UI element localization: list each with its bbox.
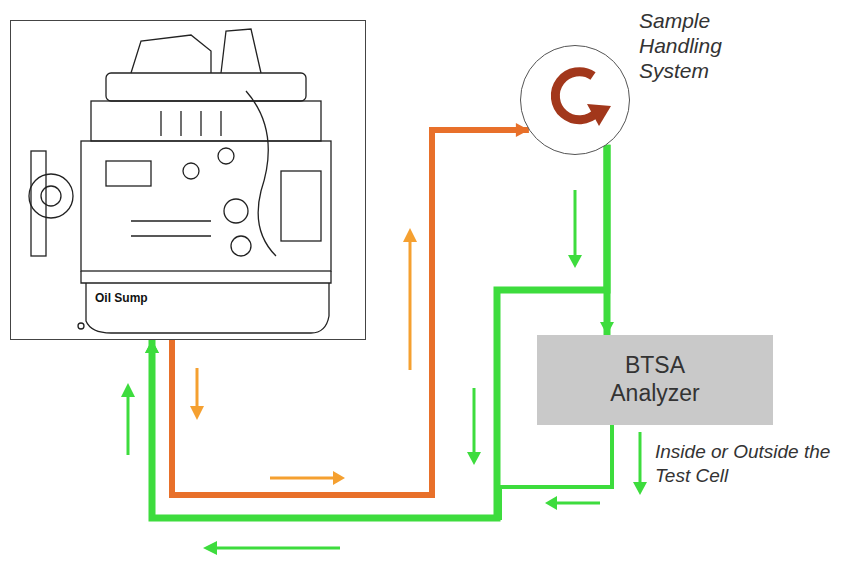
location-note: Inside or Outside the Test Cell (655, 440, 840, 488)
analyzer-name: BTSA Analyzer (590, 352, 720, 407)
node-heading: Sample Handling System (639, 8, 774, 84)
engine-illustration (11, 21, 367, 341)
engine-box: Oil Sump (10, 20, 366, 340)
part-label: Oil Sump (93, 291, 150, 305)
rotation-symbol (521, 46, 629, 154)
sample-handling-circle: Sample Handling System (520, 45, 630, 155)
analyzer-box: BTSA Analyzer (537, 335, 773, 425)
